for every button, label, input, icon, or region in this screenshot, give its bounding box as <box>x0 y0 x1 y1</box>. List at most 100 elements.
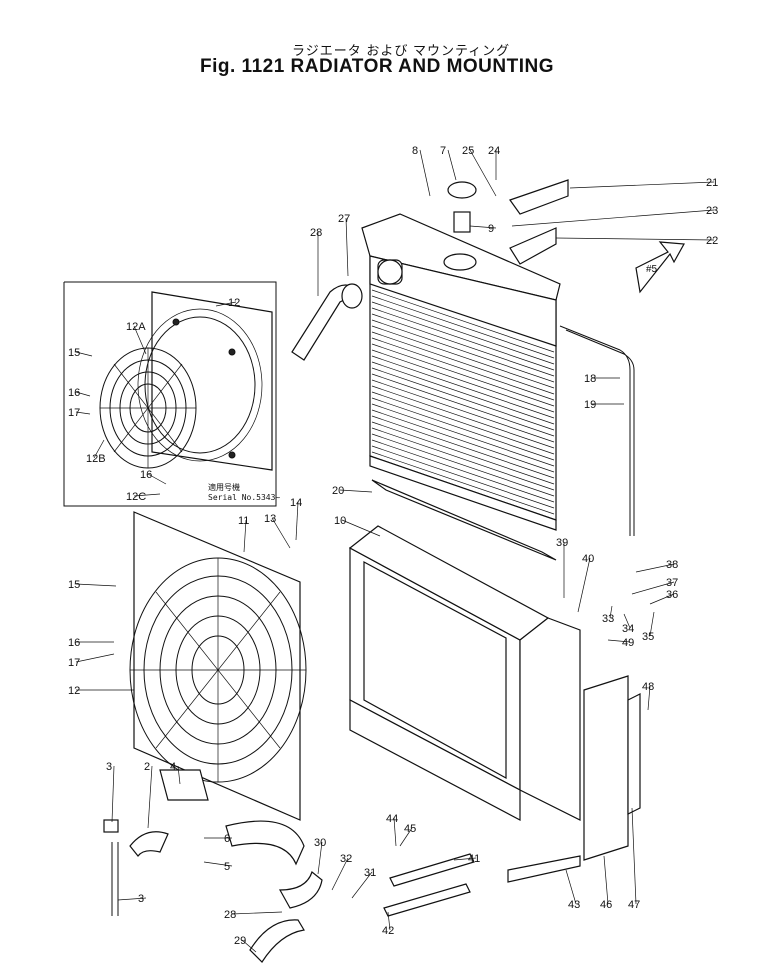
leader-line <box>295 501 299 541</box>
inset-shroud <box>137 291 273 471</box>
leader-line <box>203 861 233 867</box>
leader-line <box>631 807 637 905</box>
leader-line <box>339 489 373 493</box>
callout-27: 27 <box>338 213 350 225</box>
callout-17a: 17 <box>68 407 80 419</box>
leader-line <box>75 351 93 357</box>
leader-line <box>649 593 675 605</box>
callout-40: 40 <box>582 553 594 565</box>
radiator-fin <box>371 289 555 353</box>
leader-line <box>271 517 291 549</box>
callout-8: 8 <box>412 145 418 157</box>
callout-16a: 16 <box>68 387 80 399</box>
callout-15b: 15 <box>68 579 80 591</box>
callout-12a: 12 <box>228 297 240 309</box>
callout-47: 47 <box>628 899 640 911</box>
leader-line <box>133 325 147 355</box>
radiator-cap <box>447 181 477 233</box>
leader-line <box>453 857 477 861</box>
radiator-fin <box>371 385 555 449</box>
leader-line <box>569 181 715 189</box>
overflow-pipe <box>559 325 635 536</box>
callout-19: 19 <box>584 399 596 411</box>
leader-line <box>555 237 715 241</box>
callout-30: 30 <box>314 837 326 849</box>
bottom-brackets <box>383 853 581 917</box>
radiator-fin <box>371 313 555 377</box>
callout-3a: 3 <box>106 761 112 773</box>
leader-line <box>147 765 153 829</box>
callout-10: 10 <box>334 515 346 527</box>
leader-line <box>469 225 497 229</box>
callout-37: 37 <box>666 577 678 589</box>
leader-line <box>419 149 431 197</box>
leader-line <box>177 765 181 785</box>
leader-line <box>511 209 715 227</box>
callout-12C: 12C <box>126 491 146 503</box>
inset-fan-guard <box>99 347 197 469</box>
leader-line <box>351 871 373 899</box>
radiator-fin <box>371 361 555 425</box>
callout-29: 29 <box>234 935 246 947</box>
callout-34: 34 <box>622 623 634 635</box>
callout-6: 6 <box>224 833 230 845</box>
callout-41: 41 <box>468 853 480 865</box>
leader-line <box>399 827 413 847</box>
callout-25: 25 <box>462 145 474 157</box>
leader-line <box>75 391 91 397</box>
leader-lines <box>75 149 715 953</box>
callout-14: 14 <box>290 497 302 509</box>
callout-12A: 12A <box>126 321 146 333</box>
callout-31: 31 <box>364 867 376 879</box>
callout-35: 35 <box>642 631 654 643</box>
side-panel <box>583 675 629 861</box>
callout-42: 42 <box>382 925 394 937</box>
radiator-fin <box>371 427 555 491</box>
callout-12B: 12B <box>86 453 106 465</box>
radiator-fin <box>371 331 555 395</box>
callout-15a: 15 <box>68 347 80 359</box>
radiator-fin <box>371 295 555 359</box>
callout-36: 36 <box>666 589 678 601</box>
figure-title: Fig. 1121 RADIATOR AND MOUNTING <box>200 56 555 77</box>
leader-line <box>635 563 675 573</box>
leader-line <box>577 557 591 613</box>
radiator-fin <box>371 421 555 485</box>
leader-line <box>243 519 247 553</box>
callout-43: 43 <box>568 899 580 911</box>
figure-subtitle-jp: ラジエータ および マウンティング <box>292 43 511 58</box>
radiator-fin <box>371 439 555 503</box>
fan-shroud <box>133 511 301 821</box>
leader-line <box>75 411 91 415</box>
leader-line <box>393 817 397 847</box>
callout-13: 13 <box>264 513 276 525</box>
leader-line <box>647 685 651 711</box>
leader-line <box>317 841 323 875</box>
callout-16b: 16 <box>140 469 152 481</box>
serial-note: 適用号機 Serial No.5343~ <box>208 483 280 503</box>
radiator-fin <box>371 397 555 461</box>
radiator-fin <box>371 337 555 401</box>
callout-2: 2 <box>144 761 150 773</box>
leader-line <box>345 217 349 277</box>
radiator-brackets <box>509 179 569 265</box>
radiator-fin <box>371 367 555 431</box>
radiator-fin <box>371 403 555 467</box>
upper-hose <box>291 283 363 361</box>
leader-line <box>341 519 381 537</box>
callout-7: 7 <box>440 145 446 157</box>
leader-line <box>447 149 457 181</box>
lower-hoses <box>129 769 323 963</box>
radiator-fin <box>371 301 555 365</box>
radiator-fin <box>371 451 555 515</box>
callout-28b: 28 <box>224 909 236 921</box>
radiator-fin <box>371 415 555 479</box>
leader-line <box>75 583 117 587</box>
seal-strip <box>371 479 557 561</box>
callout-4: 4 <box>170 761 176 773</box>
radiator-frame <box>348 525 581 821</box>
inset-frame <box>63 281 277 507</box>
callout-39: 39 <box>556 537 568 549</box>
